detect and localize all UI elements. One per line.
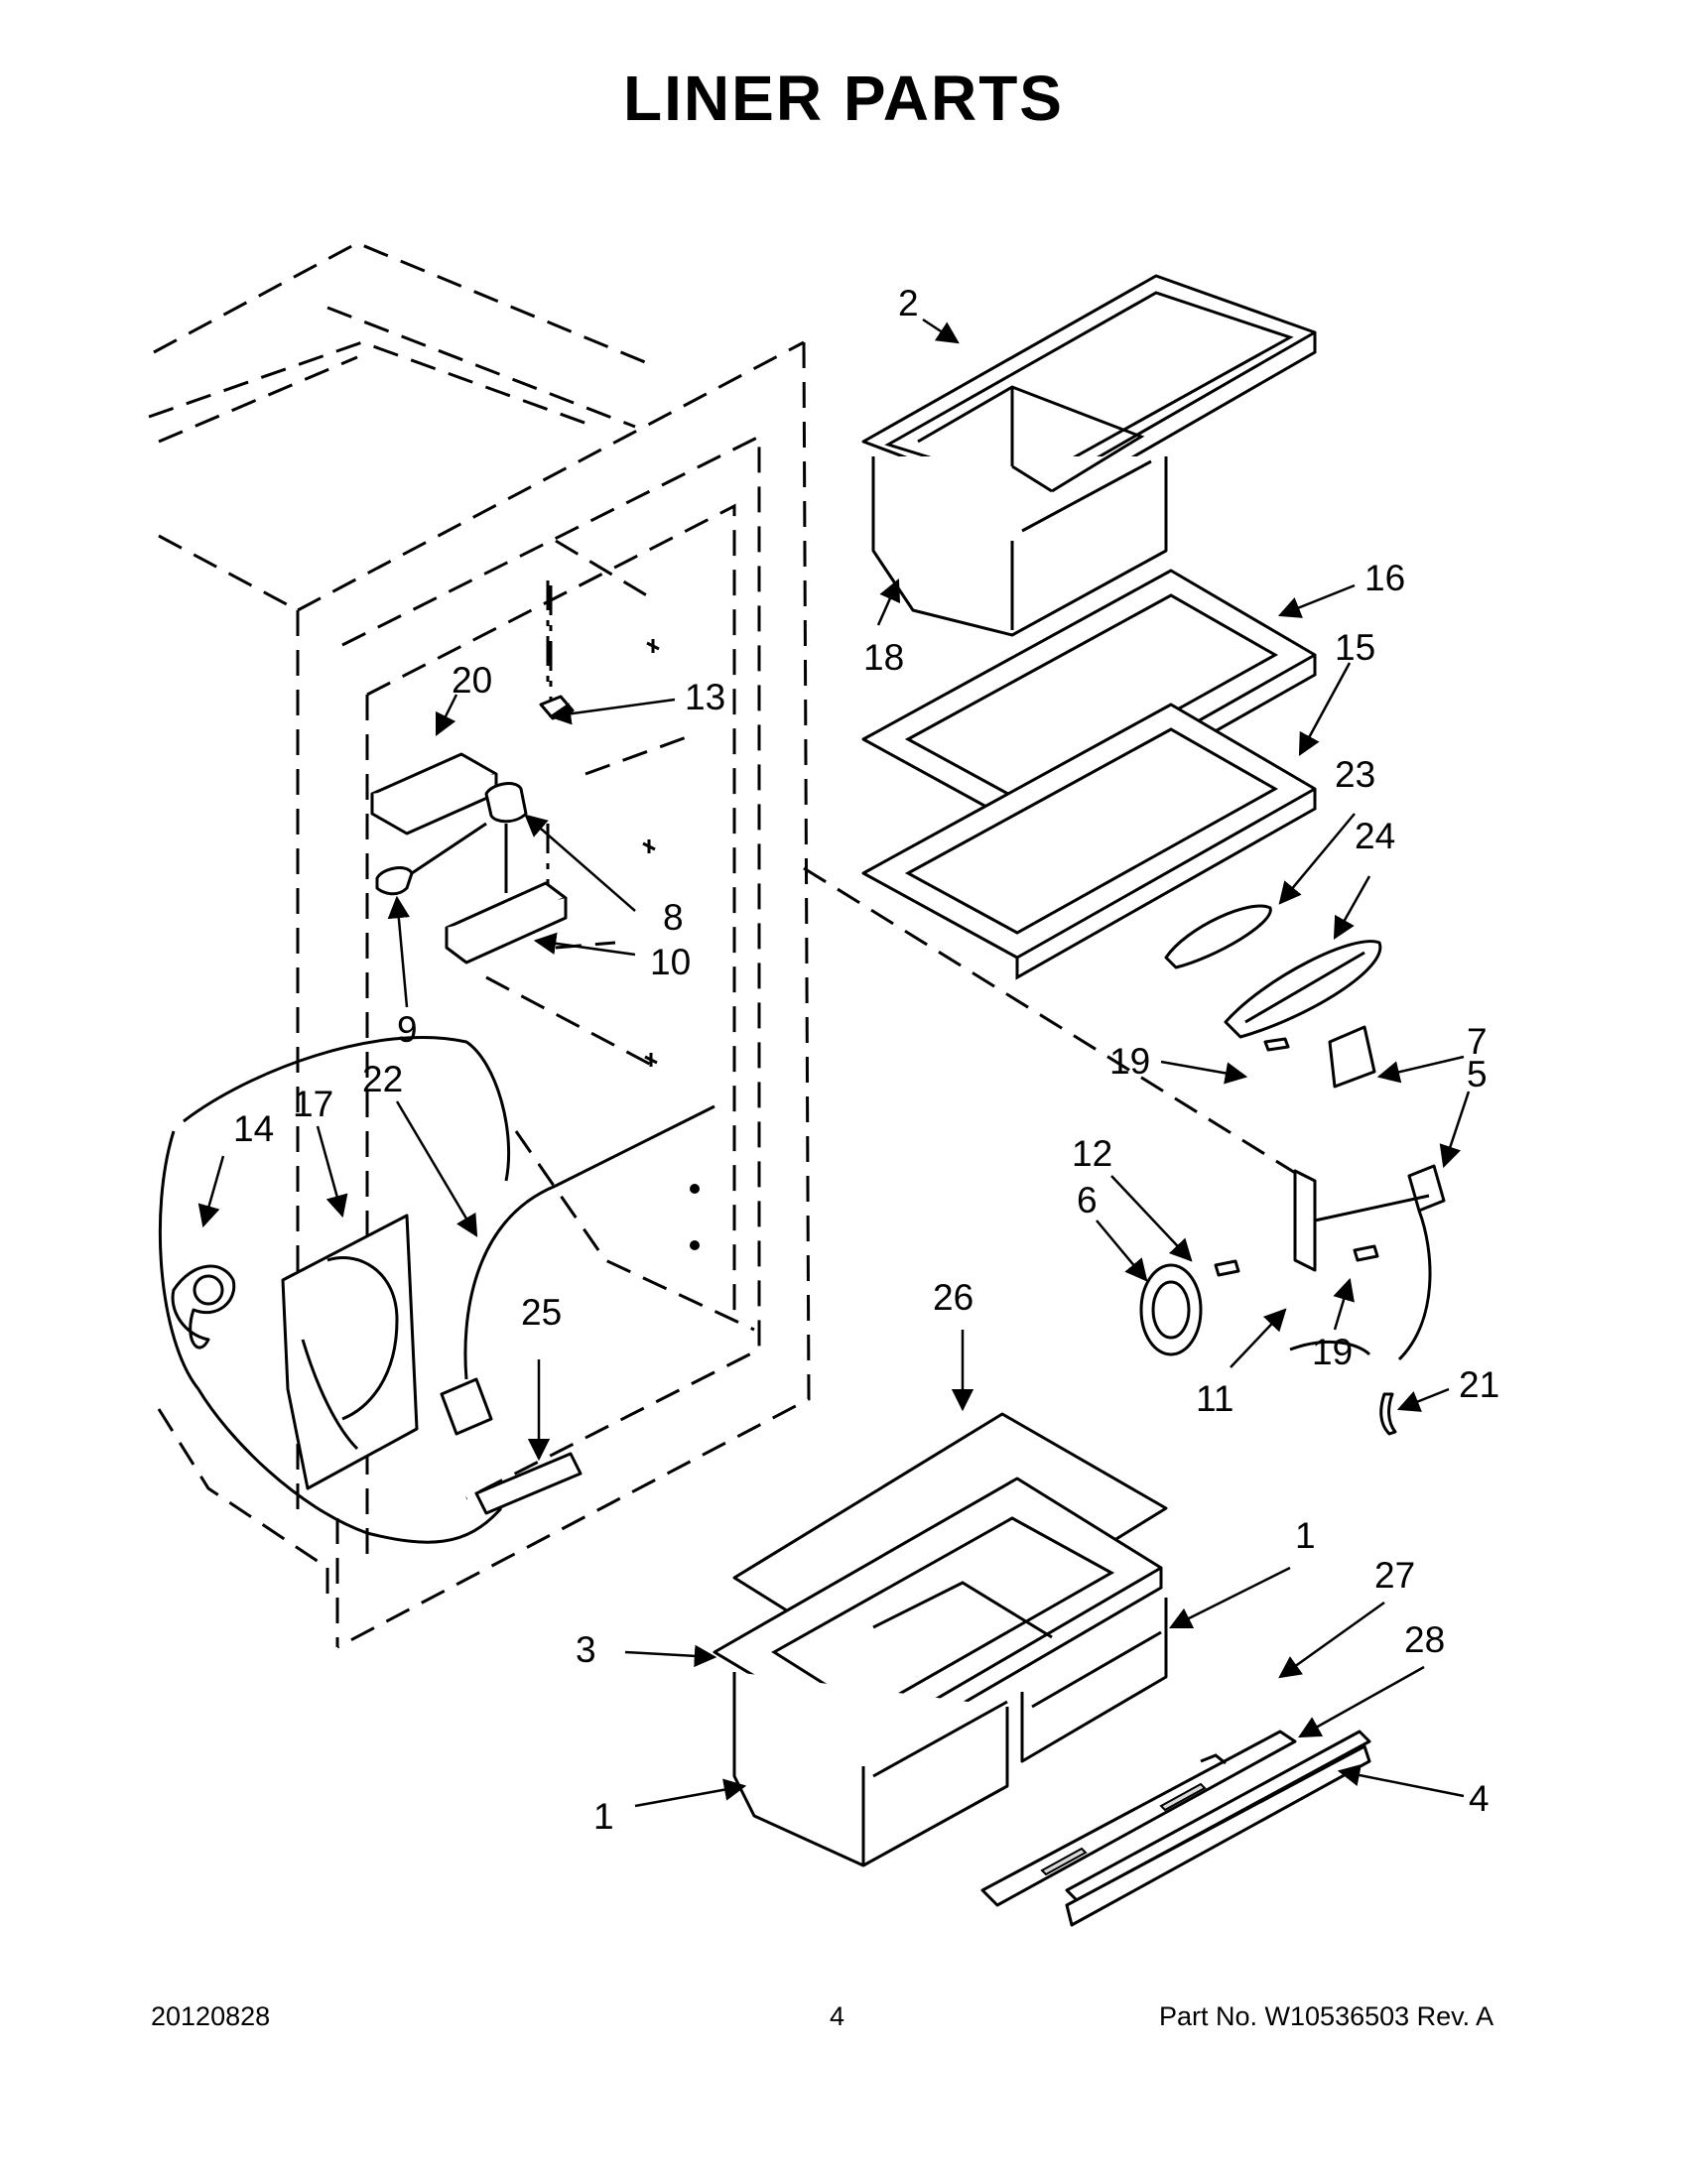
callout-26: 26: [933, 1277, 973, 1318]
callout-numbers: 2 18 16 15 23 24 7 5 19 12 6 11 19 21 13…: [233, 283, 1499, 1837]
callout-15: 15: [1335, 627, 1375, 668]
fan-motor-assembly: [158, 1036, 715, 1544]
callout-6: 6: [1077, 1180, 1098, 1220]
page-title: LINER PARTS: [623, 63, 1064, 134]
footer-date: 20120828: [151, 2001, 271, 2031]
crisper-drawer-assembly: [713, 1412, 1168, 1867]
temperature-control-components: [1139, 1025, 1446, 1436]
light-assembly: [370, 585, 575, 964]
callout-2: 2: [898, 283, 919, 323]
callout-4: 4: [1469, 1778, 1490, 1819]
callout-8: 8: [663, 897, 684, 938]
callout-9: 9: [397, 1009, 418, 1050]
callout-19b: 19: [1312, 1332, 1353, 1372]
callout-13: 13: [685, 677, 725, 717]
drawer-rails: [980, 1730, 1371, 1927]
vent-covers: [1164, 904, 1382, 1039]
callout-18: 18: [863, 637, 904, 678]
callout-14: 14: [233, 1108, 274, 1149]
callout-27: 27: [1374, 1555, 1415, 1596]
callout-23: 23: [1335, 754, 1375, 795]
callout-22: 22: [362, 1059, 403, 1099]
callout-20: 20: [452, 660, 492, 701]
callout-19a: 19: [1109, 1041, 1150, 1082]
callout-leader-lines: [197, 318, 1471, 1808]
callout-3: 3: [576, 1629, 596, 1670]
callout-16: 16: [1364, 558, 1405, 598]
callout-12: 12: [1072, 1133, 1112, 1174]
drawer-cover-assembly: [861, 274, 1317, 637]
crisper-cover-frames: [861, 569, 1317, 980]
callout-28: 28: [1404, 1619, 1445, 1660]
callout-17: 17: [293, 1084, 333, 1124]
callout-5: 5: [1467, 1054, 1488, 1094]
callout-25: 25: [521, 1292, 562, 1333]
callout-11: 11: [1196, 1378, 1233, 1419]
footer-part-number: Part No. W10536503 Rev. A: [1159, 2001, 1494, 2031]
callout-7: 7: [1467, 1021, 1488, 1062]
callout-21: 21: [1459, 1364, 1499, 1405]
callout-1b: 1: [1295, 1515, 1316, 1556]
callout-1a: 1: [593, 1796, 614, 1837]
footer-page-number: 4: [830, 2001, 845, 2031]
callout-10: 10: [650, 942, 691, 982]
callout-24: 24: [1355, 816, 1395, 856]
